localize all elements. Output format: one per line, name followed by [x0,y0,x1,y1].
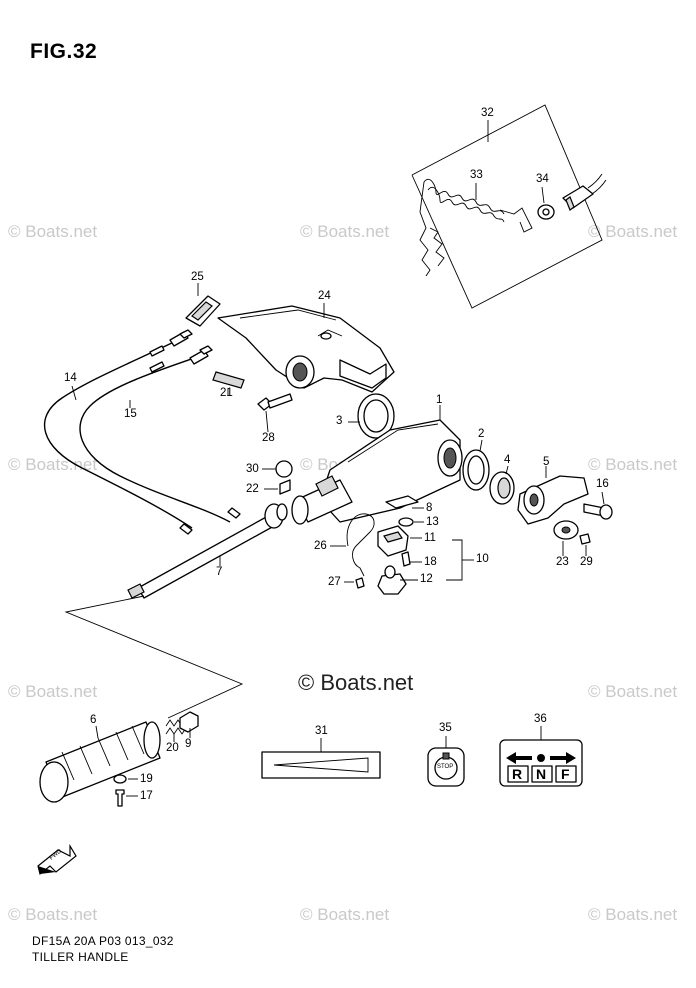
callout-13: 13 [426,516,439,528]
part-30-cap [262,460,293,478]
part-24-tiller-bracket [217,303,395,393]
part-31-label [261,738,381,779]
callout-28: 28 [262,432,275,444]
callout-10: 10 [476,553,489,565]
callout-21: 21 [220,387,233,399]
part-17-screw [115,789,138,807]
shift-letter-n: N [536,766,547,782]
callout-30: 30 [246,463,259,475]
part-27-screw [344,577,365,589]
callout-31: 31 [315,725,328,737]
callout-14: 14 [64,372,77,384]
part-3-seal [348,393,395,439]
part-2-washer [462,439,490,491]
shift-letter-f: F [561,766,570,782]
fwd-arrow-icon [37,843,77,876]
part-25-guide [185,283,221,327]
part-28-bolt [257,393,293,433]
callout-3: 3 [336,415,343,427]
part-18-screw [401,551,422,567]
callout-34: 34 [536,173,549,185]
callout-7: 7 [216,566,223,578]
part-1-tiller-handle [291,405,463,525]
watermark: © Boats.net [8,905,98,924]
watermark: © Boats.net [8,682,98,701]
part-15-throttle-cable [79,345,241,523]
callout-24: 24 [318,290,331,302]
watermark: © Boats.net [300,905,390,924]
callout-12: 12 [420,573,433,585]
figure-name: TILLER HANDLE [32,950,129,964]
callout-26: 26 [314,540,327,552]
part-stop-switch-body [562,173,607,211]
callout-18: 18 [424,556,437,568]
watermark: © Boats.net [588,905,678,924]
callout-5: 5 [543,456,550,468]
callout-35: 35 [439,722,452,734]
callout-36: 36 [534,713,547,725]
part-26-wire-spring [330,513,375,577]
figure-title: FIG.32 [30,40,98,63]
part-12-knob [377,565,418,595]
watermark: © Boats.net [588,455,678,474]
part-29-screw [579,533,591,556]
callout-8: 8 [426,502,433,514]
callout-32: 32 [481,107,494,119]
center-watermark: © Boats.net [298,670,414,695]
part-16-bolt [583,491,613,520]
part-35-stop-label [427,736,465,787]
callout-6: 6 [90,714,97,726]
callout-16: 16 [596,478,609,490]
callout-15: 15 [124,408,137,420]
callout-23: 23 [556,556,569,568]
part-11-switch [377,525,422,557]
part-7-throttle-shaft [127,503,288,599]
callout-17: 17 [140,790,153,802]
part-33-lanyard-cord [419,178,533,277]
callout-20: 20 [166,742,179,754]
part-22-clip [264,479,291,495]
callout-29: 29 [580,556,593,568]
assembly-guide-lines [64,595,244,719]
part-8-plate [385,495,424,509]
figure-code: DF15A 20A P03 013_032 [32,934,174,948]
part-32-kit-frame [411,104,603,309]
part-21-pin [212,371,245,396]
part-9-stopper [179,711,199,738]
part-23-washer [553,520,579,556]
part-14-throttle-cable [43,329,193,535]
callout-27: 27 [328,576,341,588]
callout-22: 22 [246,483,259,495]
callout-33: 33 [470,169,483,181]
watermark: © Boats.net [588,682,678,701]
callout-19: 19 [140,773,153,785]
part-6-throttle-grip [39,721,161,803]
watermark: © Boats.net [588,222,678,241]
part-4-bushing [489,465,515,505]
callout-2: 2 [478,428,485,440]
stop-icon-text: STOP [437,764,454,770]
part-13-washer [398,517,424,527]
part-34-nut [537,186,555,220]
callout-4: 4 [504,454,511,466]
part-36-shift-label [499,726,583,787]
shift-letter-r: R [512,766,523,782]
callout-11: 11 [424,532,436,544]
callout-1: 1 [436,394,443,406]
watermark: © Boats.net [300,222,390,241]
callout-9: 9 [185,738,192,750]
watermark: © Boats.net [8,455,98,474]
part-10-bracket-line [446,539,474,581]
part-19-washer [113,774,138,784]
callout-25: 25 [191,271,204,283]
watermark: © Boats.net [8,222,98,241]
part-5-throttle-cam [517,466,589,525]
